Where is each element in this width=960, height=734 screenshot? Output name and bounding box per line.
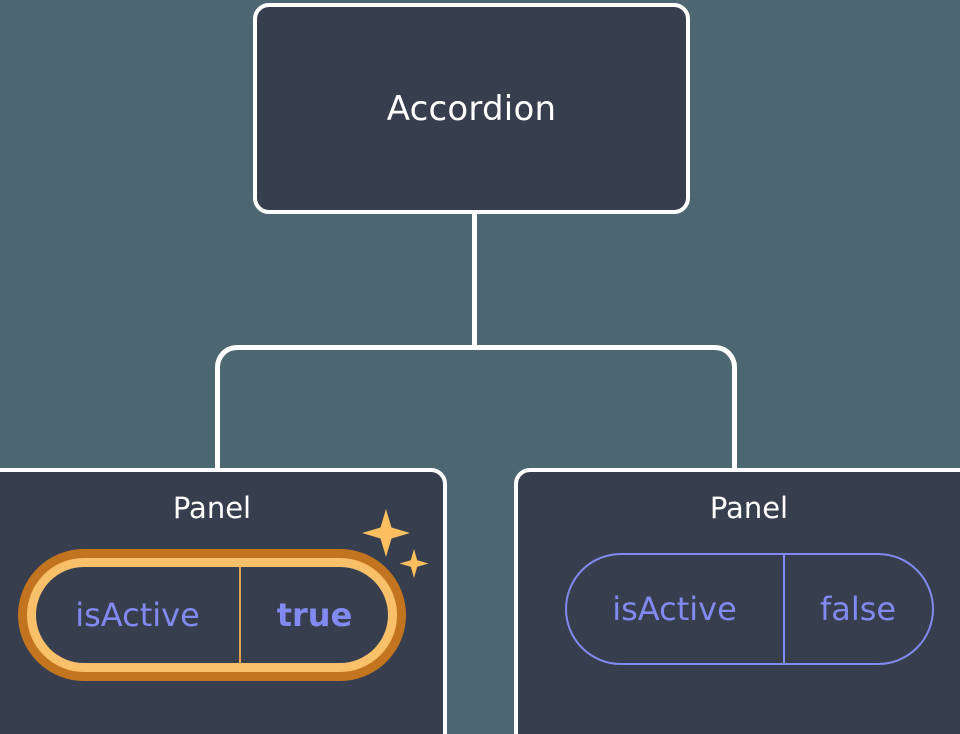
sparkle-small-icon bbox=[399, 549, 429, 578]
node-panel-active-title: Panel bbox=[172, 491, 252, 525]
prop-pill-isactive-true[interactable]: isActive true bbox=[18, 549, 406, 681]
prop-pill-isactive-false[interactable]: isActive false bbox=[564, 553, 934, 665]
node-accordion-title: Accordion bbox=[386, 88, 557, 129]
prop-key: isActive bbox=[567, 555, 785, 663]
prop-key: isActive bbox=[36, 567, 241, 663]
node-accordion[interactable]: Accordion bbox=[253, 3, 690, 214]
node-panel-inactive-title: Panel bbox=[709, 491, 789, 525]
prop-value: false bbox=[819, 590, 897, 628]
connector-root-stem bbox=[472, 213, 477, 348]
prop-value: true bbox=[276, 596, 353, 634]
prop-pill-inner: isActive true bbox=[36, 567, 388, 663]
connector-branch-bus bbox=[215, 345, 737, 475]
prop-pill-active-wrapper: isActive true bbox=[18, 509, 429, 681]
node-panel-inactive[interactable]: Panel isActive false bbox=[514, 468, 960, 734]
sparkle-large-icon bbox=[362, 509, 410, 557]
node-panel-active[interactable]: Panel isActive true bbox=[0, 468, 447, 734]
